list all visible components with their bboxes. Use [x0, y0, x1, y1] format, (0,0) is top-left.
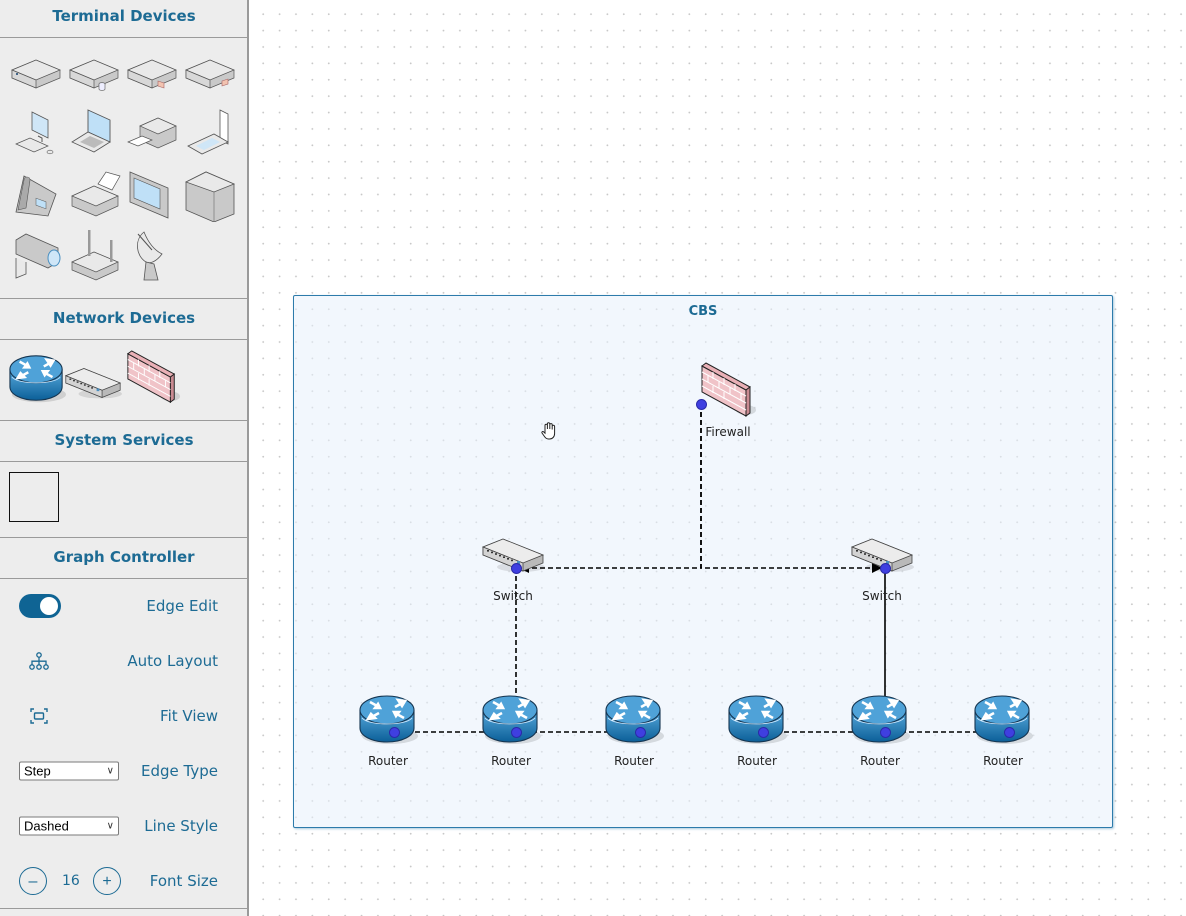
router-icon: [973, 692, 1033, 748]
connection-port[interactable]: [879, 726, 891, 738]
font-size-decrease-button[interactable]: –: [19, 867, 47, 895]
router-node[interactable]: Router: [348, 692, 428, 768]
section-title-system-services: System Services: [0, 421, 248, 462]
font-size-value: 16: [62, 873, 80, 889]
connection-port[interactable]: [757, 726, 769, 738]
section-title-graph-controller: Graph Controller: [0, 538, 248, 579]
connection-port[interactable]: [634, 726, 646, 738]
switch-node[interactable]: Switch: [842, 535, 922, 603]
router-label: Router: [491, 754, 531, 768]
line-style-value: Dashed: [24, 818, 69, 834]
desktop-pc-icon[interactable]: [8, 106, 64, 162]
camera-icon[interactable]: [8, 226, 64, 282]
switch-label: Switch: [493, 589, 533, 603]
firewall-icon: [698, 362, 758, 418]
connection-port[interactable]: [879, 562, 891, 574]
fit-view-row[interactable]: Fit View: [0, 696, 248, 736]
router-label: Router: [368, 754, 408, 768]
switch-label: Switch: [862, 589, 902, 603]
firewall-node[interactable]: Firewall: [688, 362, 768, 439]
router-node[interactable]: Router: [840, 692, 920, 768]
printer-icon[interactable]: [124, 106, 180, 162]
router-label: Router: [983, 754, 1023, 768]
connection-port[interactable]: [695, 398, 707, 410]
auto-layout-row[interactable]: Auto Layout: [0, 641, 248, 681]
mail-server-icon[interactable]: [124, 48, 180, 104]
server-icon[interactable]: [8, 48, 64, 104]
line-style-select[interactable]: Dashed ∨: [19, 816, 119, 836]
switch-node[interactable]: Switch: [473, 535, 553, 603]
router-icon: [481, 692, 541, 748]
web-server-icon[interactable]: [182, 48, 238, 104]
router-icon: [727, 692, 787, 748]
router-icon[interactable]: [8, 350, 66, 408]
connection-port[interactable]: [510, 726, 522, 738]
connection-port[interactable]: [388, 726, 400, 738]
group-title: CBS: [688, 304, 718, 319]
ip-phone-icon[interactable]: [8, 166, 64, 222]
font-size-increase-button[interactable]: +: [93, 867, 121, 895]
sidebar: Terminal Devices Network Devices System …: [0, 0, 249, 916]
edge-edit-toggle[interactable]: [19, 594, 61, 618]
router-node[interactable]: Router: [594, 692, 674, 768]
touch-panel-icon[interactable]: [124, 166, 180, 222]
hand-cursor-icon: [540, 421, 558, 441]
fit-view-label: Fit View: [160, 707, 218, 725]
scanner-icon[interactable]: [182, 106, 238, 162]
edge-type-select[interactable]: Step ∨: [19, 761, 119, 781]
chevron-down-icon: ∨: [106, 765, 114, 777]
router-icon: [358, 692, 418, 748]
switch-icon: [481, 535, 545, 575]
edge-edit-row: Edge Edit: [0, 586, 248, 626]
router-label: Router: [860, 754, 900, 768]
section-title-terminal-devices: Terminal Devices: [0, 0, 248, 38]
router-icon: [850, 692, 910, 748]
line-style-row: Dashed ∨ Line Style: [0, 806, 248, 846]
router-node[interactable]: Router: [963, 692, 1043, 768]
router-node[interactable]: Router: [471, 692, 551, 768]
line-style-label: Line Style: [144, 817, 218, 835]
satellite-dish-icon[interactable]: [124, 226, 180, 282]
connection-port[interactable]: [510, 562, 522, 574]
auto-layout-label: Auto Layout: [127, 652, 218, 670]
router-icon: [604, 692, 664, 748]
wireless-ap-icon[interactable]: [66, 226, 122, 282]
edge-type-label: Edge Type: [141, 762, 218, 780]
firewall-icon[interactable]: [124, 348, 182, 406]
mainframe-icon[interactable]: [182, 166, 238, 223]
section-title-network-devices: Network Devices: [0, 299, 248, 340]
router-label: Router: [737, 754, 777, 768]
database-server-icon[interactable]: [66, 48, 122, 104]
firewall-label: Firewall: [705, 425, 751, 439]
router-label: Router: [614, 754, 654, 768]
font-size-label: Font Size: [149, 872, 218, 890]
router-node[interactable]: Router: [717, 692, 797, 768]
edge-type-row: Step ∨ Edge Type: [0, 751, 248, 791]
fit-view-icon[interactable]: [28, 705, 50, 727]
laptop-icon[interactable]: [66, 106, 122, 162]
hierarchy-icon[interactable]: [28, 650, 50, 672]
group-box-icon[interactable]: [9, 472, 59, 522]
switch-icon[interactable]: [64, 354, 122, 412]
connection-port[interactable]: [1003, 726, 1015, 738]
font-size-row: – 16 + Font Size: [0, 861, 248, 901]
edge-type-value: Step: [24, 763, 51, 779]
chevron-down-icon: ∨: [106, 820, 114, 832]
fax-icon[interactable]: [66, 166, 122, 222]
edge-edit-label: Edge Edit: [146, 597, 218, 615]
toggle-knob: [40, 597, 58, 615]
